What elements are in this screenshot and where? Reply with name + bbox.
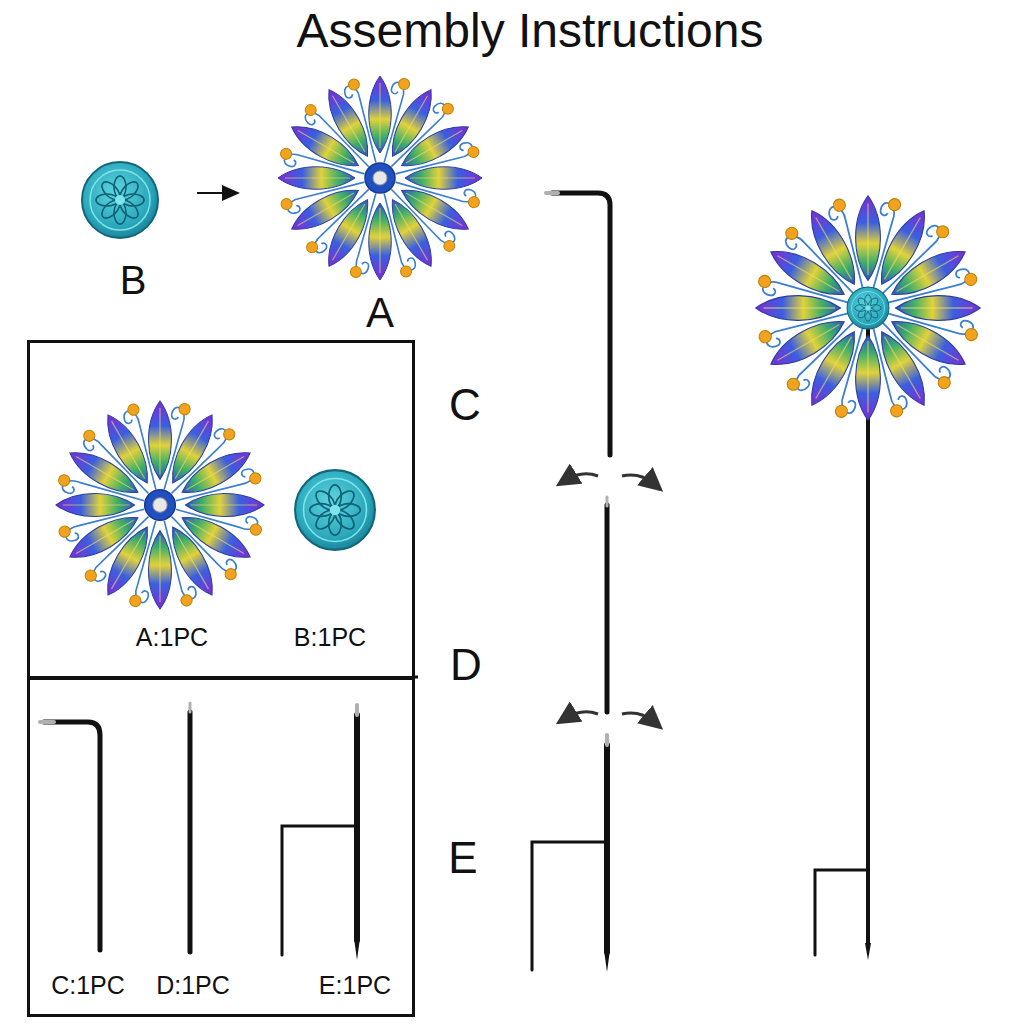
part-letter: A bbox=[366, 289, 394, 337]
stake-parts bbox=[40, 703, 357, 955]
part-count: E:1PC bbox=[319, 971, 391, 1000]
part-letter: B bbox=[120, 258, 147, 303]
disc-part bbox=[295, 470, 375, 550]
assembled-stake bbox=[815, 330, 868, 955]
spinner-part bbox=[276, 74, 484, 282]
title: Assembly Instructions bbox=[297, 3, 764, 58]
stake-assembly bbox=[532, 193, 610, 970]
parts-list-box: A:1PC B:1PC bbox=[27, 340, 415, 679]
part-count: A:1PC bbox=[136, 623, 208, 652]
part-letter: D bbox=[450, 640, 482, 690]
assembled-disc bbox=[847, 287, 889, 329]
direction-arrow bbox=[197, 192, 238, 194]
part-count: B:1PC bbox=[294, 623, 366, 652]
disc-part bbox=[82, 162, 158, 238]
assembled-spinner bbox=[754, 194, 983, 423]
spinner-part bbox=[54, 399, 266, 611]
twist-arrows bbox=[566, 474, 654, 722]
part-count: C:1PC bbox=[51, 971, 125, 1000]
part-letter: E bbox=[448, 833, 477, 883]
part-count: D:1PC bbox=[156, 971, 230, 1000]
parts-list-box: C:1PC D:1PC E:1PC bbox=[27, 677, 415, 1017]
part-letter: C bbox=[449, 380, 481, 430]
